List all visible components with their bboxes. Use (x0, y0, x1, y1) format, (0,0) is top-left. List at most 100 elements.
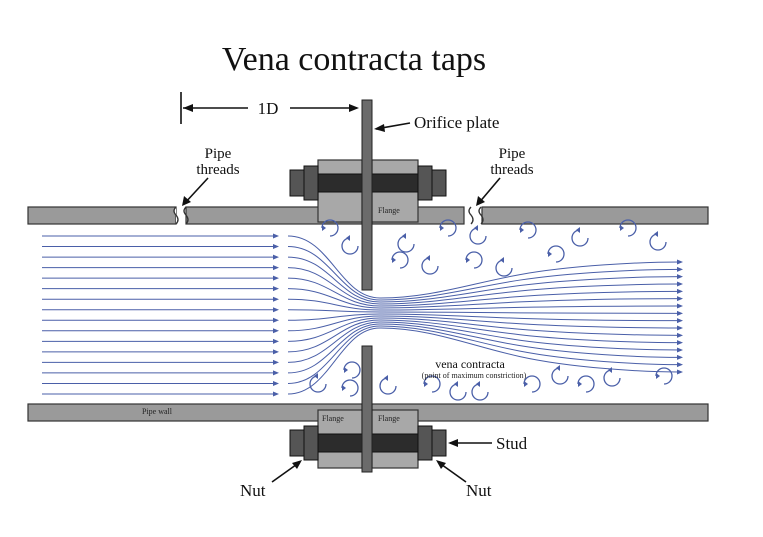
dimension-label: 1D (258, 99, 279, 118)
eddy-arrowhead (520, 227, 524, 233)
eddy (495, 259, 513, 277)
outlet-arrowhead (677, 303, 683, 309)
pipe-threads-right-line1: Pipe (499, 146, 526, 162)
contracting-streamline (287, 317, 681, 342)
eddy-arrowhead (384, 375, 388, 381)
eddy-arrowhead (608, 367, 612, 373)
eddy (551, 367, 569, 385)
pipe-threads-left-line2: threads (196, 162, 239, 178)
dimension-1d: 1D (180, 92, 359, 124)
eddy-arrowhead (454, 381, 458, 387)
nut-right-label: Nut (466, 481, 492, 500)
eddy (449, 383, 467, 401)
contracting-streamline (287, 256, 681, 303)
eddy-arrowhead (322, 225, 326, 231)
contracting-streamline (287, 321, 681, 363)
inlet-arrowhead (273, 349, 279, 355)
eddy-arrowhead (656, 373, 660, 379)
eddy-arrowhead (346, 235, 350, 241)
eddy (391, 251, 409, 269)
bottom-nut-left-face (303, 425, 319, 461)
turbulent-eddies (309, 219, 673, 401)
outlet-arrowhead (677, 310, 683, 316)
top-nut-right (431, 169, 447, 197)
pipe-threads-right-break (468, 206, 484, 225)
pipe-threads-right-line2: threads (490, 162, 533, 178)
inlet-arrowhead (273, 338, 279, 344)
contracting-streamline (287, 288, 681, 309)
top-nut-left (289, 169, 305, 197)
orifice-plate-callout: Orifice plate (374, 113, 499, 132)
contracting-streamline (287, 298, 681, 311)
eddy (439, 219, 457, 237)
inlet-arrowhead (273, 244, 279, 250)
outlet-arrowhead (677, 347, 683, 353)
inlet-arrowhead (273, 233, 279, 239)
eddy (571, 229, 589, 247)
pipe-threads-left-break (173, 206, 189, 225)
top-flange-label: Flange (378, 206, 400, 215)
bottom-nut-right-face (417, 425, 433, 461)
eddy (469, 227, 487, 245)
eddy-arrowhead (440, 225, 444, 231)
nut-left-callout: Nut (240, 460, 302, 500)
inlet-arrowhead (273, 328, 279, 334)
eddy (655, 367, 673, 385)
inlet-arrowhead (273, 307, 279, 313)
top-flange-assembly: Flange (289, 159, 447, 223)
contracting-streamline (287, 325, 681, 384)
eddy-arrowhead (474, 225, 478, 231)
contracting-streamline (287, 319, 681, 353)
eddy (523, 375, 541, 393)
inlet-arrowhead (273, 370, 279, 376)
pipe-threads-left-line1: Pipe (205, 146, 232, 162)
contracting-streamline (287, 309, 681, 314)
eddy-arrowhead (476, 381, 480, 387)
eddy (423, 375, 441, 393)
inlet-arrowhead (273, 286, 279, 292)
outlet-arrowhead (677, 288, 683, 294)
eddy (465, 251, 483, 269)
eddy-arrowhead (466, 257, 470, 263)
outlet-arrowhead (677, 266, 683, 272)
outlet-arrowhead (677, 325, 683, 331)
contracting-streamline (287, 267, 681, 305)
flow-streamlines (42, 233, 683, 397)
outlet-arrowhead (677, 318, 683, 324)
eddy-arrowhead (524, 381, 528, 387)
contracting-streamline (287, 277, 681, 307)
inlet-arrowhead (273, 391, 279, 397)
eddy (341, 379, 359, 397)
eddy (397, 235, 415, 253)
outlet-arrowhead (677, 369, 683, 375)
inlet-arrowhead (273, 359, 279, 365)
eddy-arrowhead (576, 227, 580, 233)
bottom-nut-right (431, 429, 447, 457)
eddy-arrowhead (620, 225, 624, 231)
orifice-plate (361, 99, 373, 473)
outlet-arrowhead (677, 340, 683, 346)
inlet-arrowhead (273, 265, 279, 271)
pipe-bottom-wall (27, 403, 709, 422)
eddy (421, 257, 439, 275)
eddy-arrowhead (548, 251, 552, 257)
bottom-flange-left-label: Flange (322, 414, 344, 423)
contracting-streamline (287, 313, 681, 322)
inlet-arrowhead (273, 275, 279, 281)
top-nut-right-face (417, 165, 433, 201)
outlet-arrowhead (677, 332, 683, 338)
eddy (649, 233, 667, 251)
eddy (603, 369, 621, 387)
contracting-streamline (287, 235, 681, 299)
outlet-arrowhead (677, 296, 683, 302)
eddy (577, 375, 595, 393)
eddy (341, 237, 359, 255)
eddy (321, 219, 339, 237)
inlet-arrowhead (273, 254, 279, 260)
eddy-arrowhead (402, 233, 406, 239)
eddy-arrowhead (426, 255, 430, 261)
eddy-arrowhead (500, 257, 504, 263)
diagram-title: Vena contracta taps (222, 41, 486, 78)
pipe-wall-label: Pipe wall (142, 407, 173, 416)
